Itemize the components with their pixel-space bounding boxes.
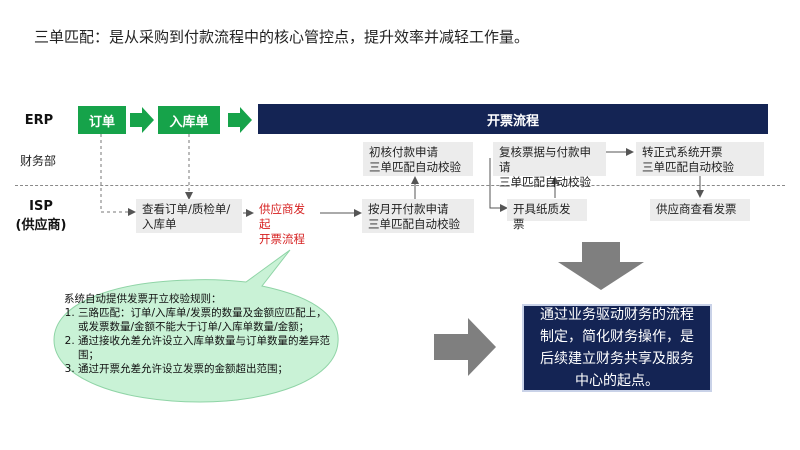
- row-label-isp-line2: (供应商): [15, 218, 67, 233]
- box-paper-invoice: 开具纸质发票: [507, 199, 587, 231]
- validation-rules-title: 系统自动提供发票开立校验规则：: [64, 293, 222, 305]
- box-formal-issue-line2: 三单匹配自动校验: [642, 160, 734, 174]
- page-heading: 三单匹配：是从采购到付款流程中的核心管控点，提升效率并减轻工作量。: [34, 28, 530, 46]
- row-label-finance: 财务部: [20, 154, 57, 168]
- box-recheck-line2: 三单匹配自动校验: [499, 175, 591, 189]
- box-monthly-request: 按月开付款申请 三单匹配自动校验: [362, 199, 474, 233]
- row-label-isp: ISP (供应商): [10, 199, 72, 233]
- row-label-isp-line1: ISP: [29, 199, 53, 214]
- validation-rule: 通过开票允差允许设立发票的金额超出范围；: [78, 362, 332, 376]
- lane-divider: [15, 185, 785, 186]
- validation-rule: 三路匹配：订单/入库单/发票的数量及金额应匹配上，或发票数量/金额不能大于订单/…: [78, 306, 332, 334]
- box-monthly-request-line1: 按月开付款申请: [368, 202, 449, 216]
- dashed-order-connector: [100, 134, 136, 216]
- box-supplier-start-line1: 供应商发起: [259, 202, 305, 231]
- green-arrow-1: [130, 107, 154, 133]
- step-receipt: 入库单: [158, 106, 220, 134]
- validation-rules: 系统自动提供发票开立校验规则： 三路匹配：订单/入库单/发票的数量及金额应匹配上…: [64, 292, 332, 376]
- validation-rules-list: 三路匹配：订单/入库单/发票的数量及金额应匹配上，或发票数量/金额不能大于订单/…: [64, 306, 332, 376]
- step-invoice-flow: 开票流程: [258, 104, 768, 134]
- box-view-documents: 查看订单/质检单/ 入库单: [136, 199, 242, 233]
- arrow-initial-to-paper: [489, 158, 508, 212]
- conclusion-callout: 通过业务驱动财务的流程制定，简化财务操作，是后续建立财务共享及服务中心的起点。: [522, 304, 712, 392]
- speech-bubble-shape: [53, 249, 339, 403]
- row-label-erp: ERP: [24, 113, 54, 128]
- box-recheck: 复核票据与付款申请 三单匹配自动校验: [493, 142, 606, 189]
- validation-rule: 通过接收允差允许设立入库单数量与订单数量的差异范围；: [78, 334, 332, 362]
- box-supplier-view: 供应商查看发票: [650, 199, 750, 221]
- box-supplier-start: 供应商发起 开票流程: [253, 199, 320, 246]
- gray-down-arrow: [558, 242, 644, 290]
- box-view-documents-line1: 查看订单/质检单/: [142, 202, 231, 216]
- box-initial-check-line2: 三单匹配自动校验: [369, 160, 461, 174]
- box-formal-issue-line1: 转正式系统开票: [642, 145, 723, 159]
- box-formal-issue: 转正式系统开票 三单匹配自动校验: [636, 142, 764, 176]
- box-monthly-request-line2: 三单匹配自动校验: [368, 217, 460, 231]
- box-supplier-start-line2: 开票流程: [259, 232, 305, 246]
- box-view-documents-line2: 入库单: [142, 217, 177, 231]
- gray-right-arrow: [434, 318, 496, 376]
- box-initial-check: 初核付款申请 三单匹配自动校验: [363, 142, 473, 176]
- step-order: 订单: [78, 106, 126, 134]
- green-arrow-2: [228, 107, 252, 133]
- box-recheck-line1: 复核票据与付款申请: [499, 145, 591, 174]
- box-initial-check-line1: 初核付款申请: [369, 145, 438, 159]
